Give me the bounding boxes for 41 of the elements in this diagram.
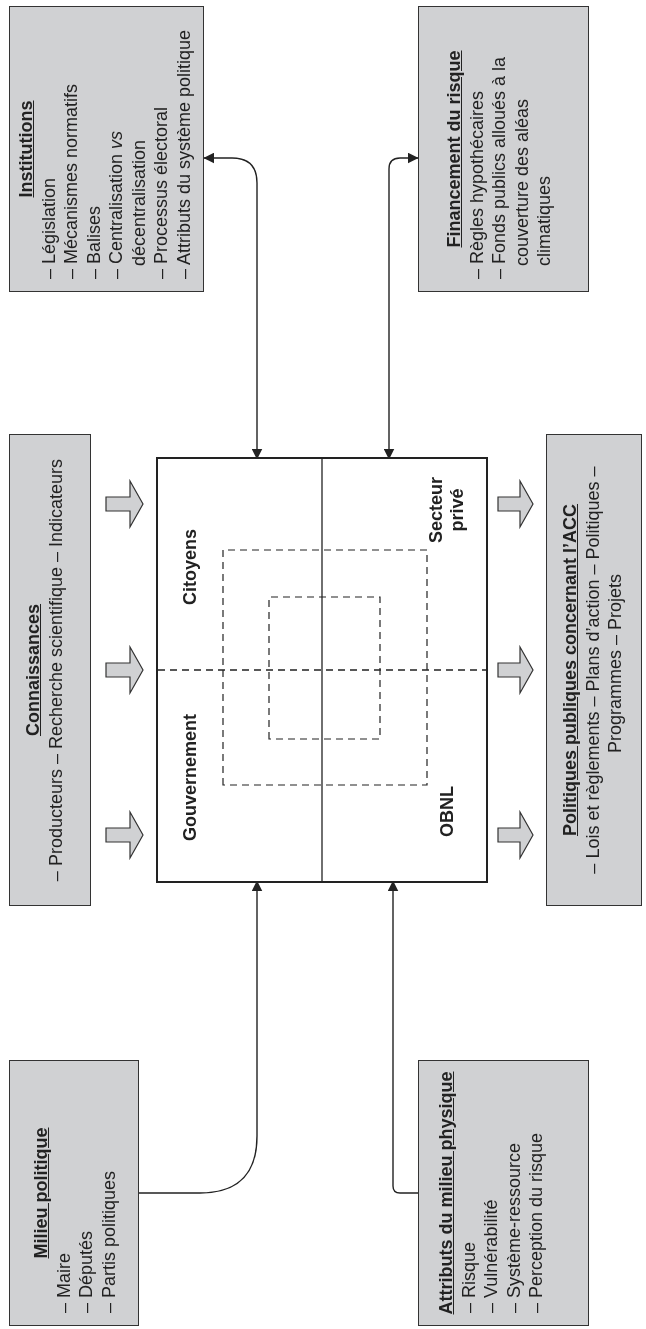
list-item: – Mécanismes normatifs <box>60 82 82 279</box>
list-item: – Producteurs – Recherche scientifique – Indicateurs <box>44 457 67 884</box>
box-heading: Institutions <box>15 100 37 198</box>
list-item: – Attributs du système politique <box>172 28 195 279</box>
text-box <box>9 6 204 292</box>
text-box <box>418 6 589 292</box>
box-heading: Milieu politique <box>30 1127 52 1259</box>
block-arrow <box>105 644 144 696</box>
text-box <box>9 434 91 906</box>
arrow <box>203 152 263 460</box>
block-arrow <box>105 809 144 861</box>
block-arrow <box>497 478 534 530</box>
sector-label: OBNL <box>437 786 458 837</box>
text-box <box>9 1060 139 1326</box>
list-item: – Système-ressource <box>502 1141 525 1313</box>
block-arrow <box>497 644 534 696</box>
list-item: – Maire <box>52 1251 75 1313</box>
box-heading: Connaissances <box>22 603 44 737</box>
sector-label: Gouvernement <box>180 713 201 841</box>
list-item: – Perception du risque <box>525 1131 547 1313</box>
text-box <box>546 434 642 906</box>
list-item: – Partis politiques <box>97 1169 120 1313</box>
central-box <box>156 457 488 883</box>
box-heading: Attributs du milieu physique <box>435 1071 457 1315</box>
arrow <box>383 152 419 460</box>
list-item: – Lois et règlements – Plans d’action – Politiques – Programmes – Projets <box>581 465 626 876</box>
box-heading: Politiques publiques concernant l’ACC <box>559 504 581 837</box>
list-item: – Processus électoral <box>150 105 172 279</box>
list-item: – Députés <box>75 1229 97 1313</box>
list-item: – Règles hypothécaires <box>465 89 488 279</box>
list-item: – Risque <box>457 1240 480 1313</box>
list-item: – Vulnérabilité <box>480 1198 502 1313</box>
sector-label: Citoyens <box>180 528 201 605</box>
list-item: – Législation <box>37 176 60 279</box>
box-heading: Financement du risque <box>443 50 465 248</box>
sector-label: Secteur privé <box>426 476 468 546</box>
list-item: – Fonds publics alloués à la couverture des aléas climatiques <box>488 55 555 279</box>
block-arrow <box>497 809 534 861</box>
text-box <box>418 1060 589 1326</box>
block-arrow <box>105 478 144 530</box>
list-item: – Balises <box>82 204 105 279</box>
